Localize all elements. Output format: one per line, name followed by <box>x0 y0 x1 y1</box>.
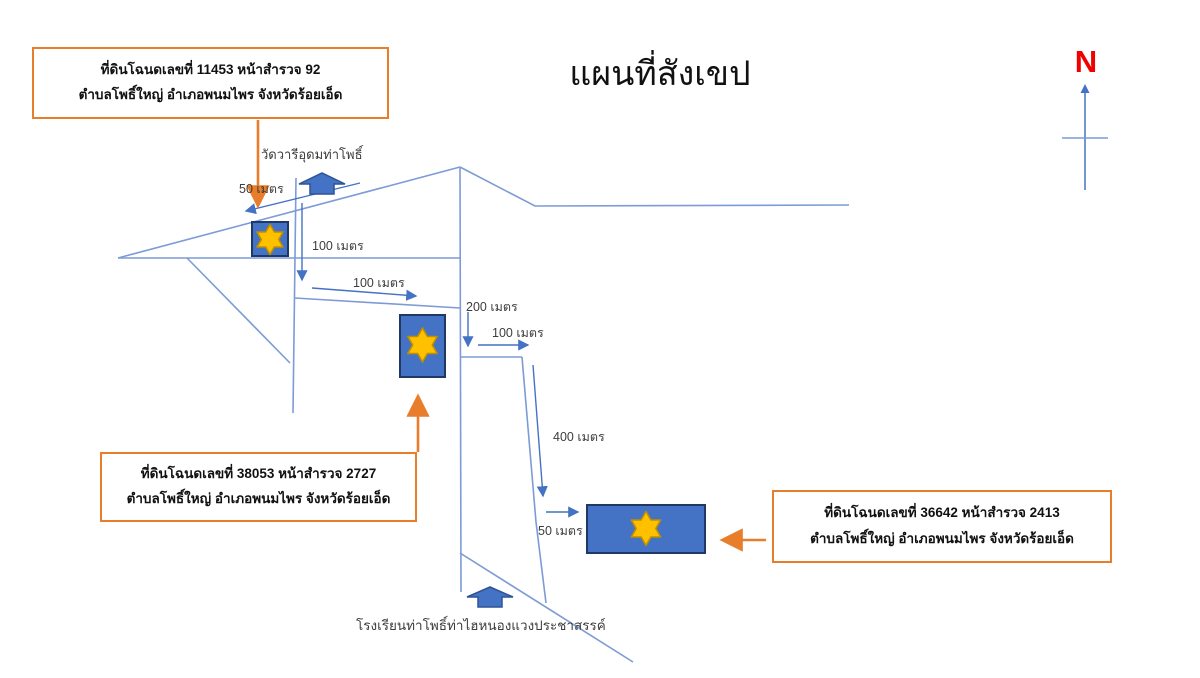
callout-arrows <box>246 120 766 552</box>
star-icon-plot-38053 <box>406 327 439 363</box>
parcel-location-line: ตำบลโพธิ์ใหญ่ อำเภอพนมไพร จังหวัดร้อยเอ็… <box>126 490 391 506</box>
north-label: N <box>1074 44 1098 79</box>
distance-label-50m-bottom: 50 เมตร <box>538 524 583 538</box>
distance-label-100m-upper: 100 เมตร <box>312 239 364 253</box>
parcel-location-line: ตำบลโพธิ์ใหญ่ อำเภอพนมไพร จังหวัดร้อยเอ็… <box>78 87 343 103</box>
measure-arrow-100m-lower <box>311 287 418 301</box>
temple-label: วัดวารีอุดมท่าโพธิ์ <box>261 147 363 162</box>
road-sloped-middle <box>294 297 461 309</box>
measurement-arrows <box>244 182 580 518</box>
compass-arrow-icon <box>1062 84 1108 190</box>
parcel-callout-36642: ที่ดินโฉนดเลขที่ 36642 หน้าสำรวจ 2413 ตำ… <box>772 490 1112 563</box>
road-slanted-south <box>521 356 547 604</box>
distance-label-200m: 200 เมตร <box>466 300 518 314</box>
measure-arrow-400m <box>532 364 548 498</box>
distance-label-100m-branch: 100 เมตร <box>492 326 544 340</box>
parcel-callout-38053: ที่ดินโฉนดเลขที่ 38053 หน้าสำรวจ 2727 ตำ… <box>100 452 417 522</box>
road-vertical-main <box>459 166 462 593</box>
parcel-deed-line: ที่ดินโฉนดเลขที่ 38053 หน้าสำรวจ 2727 <box>140 466 377 482</box>
road-vertical-temple-lane <box>292 177 297 414</box>
road-diagonal-bottom <box>459 552 634 663</box>
road-network <box>117 166 850 663</box>
road-diagonal-upper <box>117 166 461 259</box>
parcel-location-line: ตำบลโพธิ์ใหญ่ อำเภอพนมไพร จังหวัดร้อยเอ็… <box>810 530 1074 546</box>
parcel-deed-line: ที่ดินโฉนดเลขที่ 11453 หน้าสำรวจ 92 <box>100 62 321 78</box>
school-label: โรงเรียนท่าโพธิ์ท่าไฮหนองแวงประชาสรรค์ <box>356 618 606 633</box>
star-icon-plot-36642 <box>630 510 662 547</box>
road-diagonal-left <box>186 257 291 364</box>
school-block-arrow-icon <box>466 586 514 608</box>
distance-label-400m: 400 เมตร <box>553 430 605 444</box>
road-top-right <box>459 166 850 207</box>
distance-label-50m-top: 50 เมตร <box>239 182 284 196</box>
star-icon-plot-11453 <box>256 223 284 256</box>
page-title: แผนที่สังเขป <box>569 55 751 93</box>
distance-label-100m-lower: 100 เมตร <box>353 276 405 290</box>
parcel-deed-line: ที่ดินโฉนดเลขที่ 36642 หน้าสำรวจ 2413 <box>824 505 1060 521</box>
temple-block-arrow-icon <box>298 172 346 195</box>
parcel-callout-11453: ที่ดินโฉนดเลขที่ 11453 หน้าสำรวจ 92 ตำบล… <box>32 47 389 119</box>
plot-stars <box>256 223 662 547</box>
